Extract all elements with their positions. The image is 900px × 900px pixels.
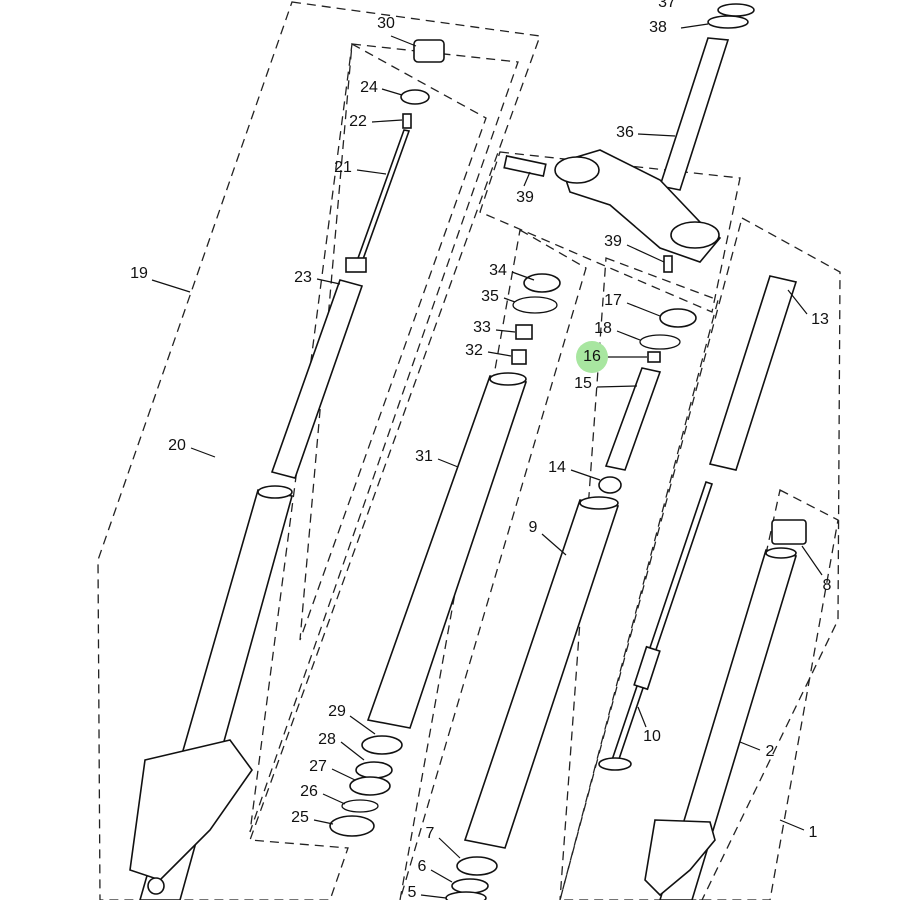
rod-end <box>598 757 632 771</box>
collar-8 <box>771 519 807 545</box>
inner-tube-top <box>489 372 527 386</box>
fork-spring-13 <box>708 275 798 471</box>
callout-33[interactable]: 33 <box>473 319 491 336</box>
callout-19[interactable]: 19 <box>130 265 148 282</box>
callout-16[interactable]: 16 <box>583 348 601 365</box>
o-ring-35 <box>512 296 558 314</box>
callout-34[interactable]: 34 <box>489 262 507 279</box>
spring-small <box>402 113 412 129</box>
parts <box>129 3 807 900</box>
outer-tube-9 <box>463 499 620 849</box>
callout-20[interactable]: 20 <box>168 437 186 454</box>
callout-22[interactable]: 22 <box>349 113 367 130</box>
callout-7[interactable]: 7 <box>426 825 435 842</box>
callout-31[interactable]: 31 <box>415 448 433 465</box>
callout-36[interactable]: 36 <box>616 124 634 141</box>
callout-24[interactable]: 24 <box>360 79 378 96</box>
clip-26 <box>341 799 379 813</box>
left-group-outline <box>97 1 541 900</box>
washer-6 <box>451 878 489 894</box>
callout-26[interactable]: 26 <box>300 783 318 800</box>
tube-2-top <box>765 547 797 559</box>
callout-15[interactable]: 15 <box>574 375 592 392</box>
callout-32[interactable]: 32 <box>465 342 483 359</box>
washer-28 <box>355 761 393 779</box>
callout-17[interactable]: 17 <box>604 292 622 309</box>
callout-39a[interactable]: 39 <box>516 189 534 206</box>
callout-highlight <box>576 341 608 373</box>
bushing-29 <box>361 735 403 755</box>
callout-18[interactable]: 18 <box>594 320 612 337</box>
callout-9[interactable]: 9 <box>529 519 538 536</box>
callout-35[interactable]: 35 <box>481 288 499 305</box>
center-group-outline <box>399 228 587 900</box>
tube-9-top <box>579 496 619 510</box>
damper-rod-10 <box>610 480 714 764</box>
callout-10[interactable]: 10 <box>643 728 661 745</box>
seal-27 <box>349 776 391 796</box>
cap-bolt <box>400 89 430 105</box>
damper-rod <box>355 129 411 263</box>
pinch-bolt <box>503 155 547 177</box>
rod-nut <box>345 257 367 273</box>
right-group-outline <box>559 217 841 900</box>
inner-tube-31 <box>366 375 528 729</box>
pinch-bolt-2 <box>663 255 673 273</box>
steering-stem <box>658 37 730 191</box>
callout-6[interactable]: 6 <box>418 858 427 875</box>
callout-28[interactable]: 28 <box>318 731 336 748</box>
callout-13[interactable]: 13 <box>811 311 829 328</box>
collar <box>413 39 445 63</box>
valve-assembly <box>633 645 661 691</box>
callout-30[interactable]: 30 <box>377 15 395 32</box>
callout-23[interactable]: 23 <box>294 269 312 286</box>
nut-16 <box>647 351 661 363</box>
callout-8[interactable]: 8 <box>823 577 832 594</box>
callout-14[interactable]: 14 <box>548 459 566 476</box>
leader-lines <box>151 23 823 899</box>
cap-17 <box>659 308 697 328</box>
right-axle-bracket <box>644 819 716 897</box>
fork-spring <box>270 279 364 479</box>
bushing-7 <box>456 856 498 876</box>
rod-15 <box>604 367 662 471</box>
dust-seal-25 <box>329 815 375 837</box>
callout-21[interactable]: 21 <box>334 159 352 176</box>
seal-5 <box>445 891 487 900</box>
piece-14 <box>598 476 622 494</box>
nut-33 <box>515 324 533 340</box>
callout-39b[interactable]: 39 <box>604 233 622 250</box>
callout-25[interactable]: 25 <box>291 809 309 826</box>
callout-27[interactable]: 27 <box>309 758 327 775</box>
callout-38[interactable]: 38 <box>649 19 667 36</box>
o-ring-18 <box>639 334 681 350</box>
callout-2[interactable]: 2 <box>766 743 775 760</box>
bracket-clamp-right <box>670 221 720 249</box>
stem-nut <box>717 3 755 17</box>
collar-32 <box>511 349 527 365</box>
callout-1[interactable]: 1 <box>809 824 818 841</box>
callout-29[interactable]: 29 <box>328 703 346 720</box>
cap-bolt-34 <box>523 273 561 293</box>
callout-37[interactable]: 37 <box>658 0 676 11</box>
callout-5[interactable]: 5 <box>408 884 417 900</box>
stem-washer <box>707 15 749 29</box>
left-tube-top <box>257 485 293 499</box>
callouts: 37 38 30 24 22 21 19 23 20 36 39 39 34 3… <box>130 0 831 900</box>
axle-hole <box>147 877 165 895</box>
bracket-outline <box>479 151 741 313</box>
bracket-clamp-left <box>554 156 600 184</box>
left-axle-bracket <box>129 739 253 881</box>
